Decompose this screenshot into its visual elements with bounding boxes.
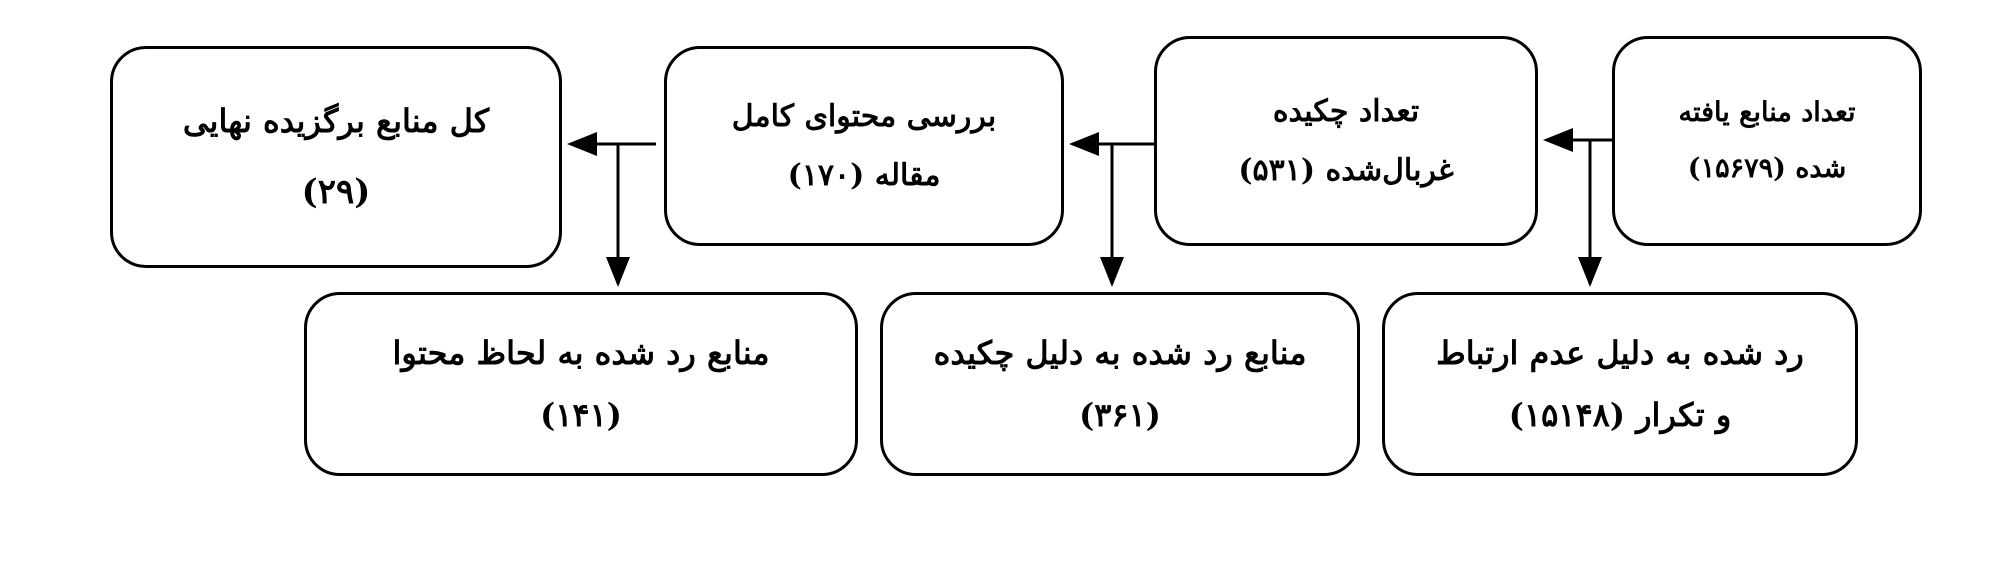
node-rejected-content: منابع رد شده به لحاظ محتوا (۱۴۱)	[304, 292, 858, 476]
node-found-sources: تعداد منابع یافته شده (۱۵۶۷۹)	[1612, 36, 1922, 246]
node-rejected-abstract: منابع رد شده به دلیل چکیده (۳۶۱)	[880, 292, 1360, 476]
node-rejected-relevance-count: و تکرار (۱۵۱۴۸)	[1508, 396, 1732, 434]
node-found-sources-count: شده (۱۵۶۷۹)	[1687, 153, 1847, 184]
node-rejected-relevance-title: رد شده به دلیل عدم ارتباط	[1436, 334, 1804, 372]
node-final-selected-count: (۲۹)	[301, 171, 371, 212]
node-fulltext-review-count: مقاله (۱۷۰)	[787, 158, 941, 193]
node-screened-abstracts: تعداد چکیده غربال‌شده (۵۳۱)	[1154, 36, 1538, 246]
node-rejected-content-count: (۱۴۱)	[540, 396, 622, 434]
node-rejected-content-title: منابع رد شده به لحاظ محتوا	[392, 334, 770, 372]
node-rejected-abstract-count: (۳۶۱)	[1079, 396, 1161, 434]
node-fulltext-review-title: بررسی محتوای کامل	[731, 98, 997, 134]
node-rejected-abstract-title: منابع رد شده به دلیل چکیده	[933, 334, 1307, 372]
node-fulltext-review: بررسی محتوای کامل مقاله (۱۷۰)	[664, 46, 1064, 246]
node-screened-abstracts-count: غربال‌شده (۵۳۱)	[1238, 153, 1454, 188]
node-screened-abstracts-title: تعداد چکیده	[1272, 93, 1420, 129]
node-found-sources-title: تعداد منابع یافته	[1678, 97, 1856, 129]
node-rejected-relevance: رد شده به دلیل عدم ارتباط و تکرار (۱۵۱۴۸…	[1382, 292, 1858, 476]
node-final-selected-title: کل منابع برگزیده نهایی	[182, 101, 490, 140]
node-final-selected: کل منابع برگزیده نهایی (۲۹)	[110, 46, 562, 268]
